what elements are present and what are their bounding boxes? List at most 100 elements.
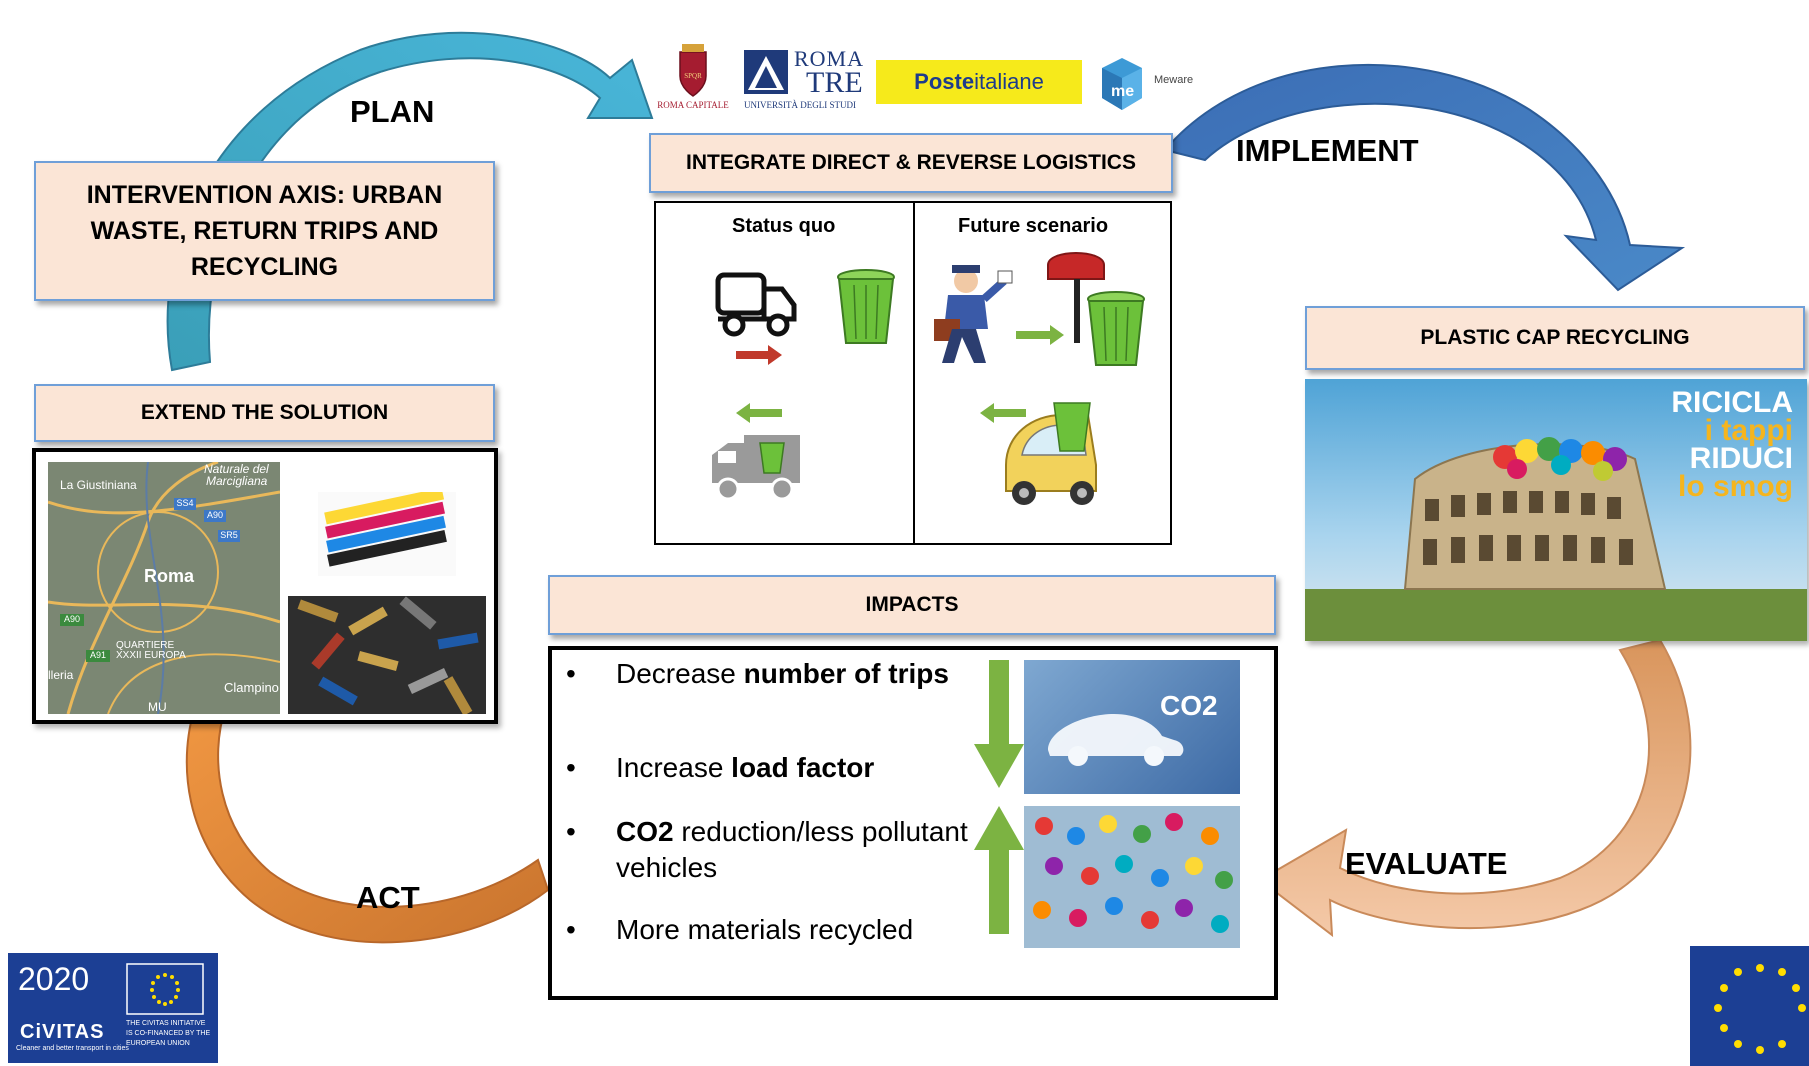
map-road-a90b: A90: [206, 510, 223, 520]
bullet-icon: •: [566, 658, 576, 689]
eu-stars-icon: [1714, 964, 1806, 1054]
roma-tre-mid: TRE: [806, 66, 863, 99]
toner-cartridges-photo: [318, 492, 456, 576]
implement-arrow: [1163, 63, 1686, 292]
extend-solution-panel: La Giustiniana Naturale del Marcigliana …: [32, 448, 498, 724]
svg-text:SPQR: SPQR: [684, 72, 702, 80]
intervention-line-2: WASTE, RETURN TRIPS AND: [90, 217, 439, 245]
rome-map: La Giustiniana Naturale del Marcigliana …: [48, 462, 280, 714]
plastic-caps-photo: [1024, 806, 1240, 948]
act-label: ACT: [356, 880, 420, 915]
intervention-line-1: INTERVENTION AXIS: URBAN: [86, 181, 443, 209]
impact-1-plain: Decrease: [616, 658, 744, 689]
green-left-arrow-icon: [736, 403, 782, 423]
meware-logo: me Meware: [1092, 54, 1212, 114]
status-quo-heading: Status quo: [732, 215, 836, 237]
batteries-photo: [288, 596, 486, 714]
extend-solution-box: EXTEND THE SOLUTION: [34, 384, 495, 442]
scenario-comparison: Status quo Future scenario: [654, 201, 1172, 545]
impact-2-bold: load factor: [731, 752, 875, 783]
implement-label: IMPLEMENT: [1236, 133, 1419, 168]
plan-label: PLAN: [350, 94, 435, 129]
impact-4-text: More materials recycled: [616, 914, 914, 945]
integrate-logistics-box: INTEGRATE DIRECT & REVERSE LOGISTICS: [649, 133, 1173, 193]
roma-tre-logo: ROMA TRE UNIVERSITÀ DEGLI STUDI: [744, 46, 874, 112]
future-green-left-arrow-icon: [980, 403, 1026, 423]
plastic-cap-recycling-box: PLASTIC CAP RECYCLING: [1305, 306, 1805, 370]
map-road-a90: A90: [63, 614, 80, 624]
map-road-sr5: SR5: [220, 530, 238, 540]
map-natural-del: Naturale del: [204, 462, 269, 476]
map-clampino: Clampino: [224, 680, 279, 695]
poste-bold: Poste: [914, 69, 975, 94]
civitas-eu-line-3: EUROPEAN UNION: [126, 1040, 190, 1047]
future-bin-icon: [1087, 291, 1145, 366]
poste-rest: italiane: [974, 69, 1044, 94]
ricicla-slogan: RICICLA i tappi RIDUCI lo smog: [1671, 386, 1793, 502]
future-scenario-heading: Future scenario: [958, 215, 1109, 237]
bullet-icon: •: [566, 752, 576, 783]
map-marcigliana: Marcigliana: [206, 474, 268, 488]
map-road-ss4: SS4: [176, 498, 194, 508]
down-arrow-icon: [974, 660, 1024, 788]
map-lleria: lleria: [48, 668, 74, 682]
return-truck-icon: [712, 435, 800, 501]
slogan-line-3: RIDUCI: [1689, 442, 1793, 475]
roma-capitale-crest-icon: SPQR: [679, 44, 707, 97]
map-quartiere: QUARTIERE: [116, 640, 175, 651]
electric-cart-icon: [1005, 402, 1097, 505]
bullet-icon: •: [566, 816, 576, 847]
impact-1-bold: number of trips: [743, 658, 949, 689]
mailbox-icon: [1047, 252, 1105, 343]
rome-map-roads-icon: [48, 462, 280, 714]
impacts-box-header: IMPACTS: [548, 575, 1276, 635]
map-xxxii-europa: XXXII EUROPA: [116, 650, 186, 661]
up-arrow-icon: [974, 806, 1024, 934]
cloud-car-icon: [1048, 714, 1184, 766]
map-mu: MU: [148, 700, 167, 714]
slogan-line-1: RICICLA: [1671, 386, 1793, 419]
intervention-axis-box: INTERVENTION AXIS: URBAN WASTE, RETURN T…: [34, 161, 495, 301]
plan-arrow: [166, 31, 654, 372]
civitas-eu-note: THE CIVITAS INITIATIVE IS CO-FINANCED BY…: [126, 1019, 210, 1049]
impact-2-plain: Increase: [616, 752, 732, 783]
evaluate-label: EVALUATE: [1345, 846, 1508, 881]
scenario-divider: [913, 203, 915, 543]
slogan-line-2: i tappi: [1704, 414, 1793, 447]
svg-text:me: me: [1111, 83, 1134, 100]
green-right-arrow-icon: [1016, 325, 1064, 345]
colosseum-photo: RICICLA i tappi RIDUCI lo smog: [1305, 379, 1807, 641]
civitas-eu-line-2: IS CO-FINANCED BY THE: [126, 1030, 211, 1037]
co2-cloud-text: CO2: [1160, 690, 1218, 721]
plastic-caps-icon: [1024, 806, 1240, 948]
meware-cube-icon: me: [1102, 58, 1142, 110]
batteries-icon: [288, 596, 486, 714]
toner-cartridges-icon: [324, 492, 447, 567]
eu-flag: [1690, 946, 1809, 1066]
civitas-eu-line-1: THE CIVITAS INITIATIVE: [126, 1020, 206, 1027]
map-roma: Roma: [144, 566, 195, 586]
roma-tre-sub: UNIVERSITÀ DEGLI STUDI: [744, 100, 856, 110]
impacts-content: • Decrease number of trips • Increase lo…: [548, 646, 1278, 1000]
intervention-line-3: RECYCLING: [190, 253, 339, 281]
co2-car-photo: CO2: [1024, 660, 1240, 794]
colosseum-icon: [1305, 437, 1807, 641]
meware-text: Meware: [1154, 74, 1194, 86]
roma-capitale-logo: SPQR ROMA CAPITALE: [650, 42, 736, 112]
civitas-logo: 2020 CiVITAS Cleaner and better transpor…: [8, 953, 218, 1063]
bullet-icon: •: [566, 914, 576, 945]
civitas-year: 2020: [18, 961, 90, 997]
red-right-arrow-icon: [736, 345, 782, 365]
impact-3-bold: CO2: [616, 816, 674, 847]
roma-capitale-text: ROMA CAPITALE: [657, 100, 729, 110]
roma-tre-top: ROMA: [794, 46, 865, 71]
map-la-giustiniana: La Giustiniana: [60, 478, 137, 492]
civitas-tagline: Cleaner and better transport in cities: [16, 1045, 129, 1052]
postman-icon: [934, 265, 1013, 363]
civitas-name: CiVITAS: [20, 1021, 105, 1043]
partner-logos: SPQR ROMA CAPITALE ROMA TRE UNIVERSITÀ D…: [648, 42, 1208, 120]
map-road-a91: A91: [89, 650, 106, 660]
eu-flag-icon: [126, 963, 204, 1015]
evaluate-arrow: [1258, 638, 1692, 938]
